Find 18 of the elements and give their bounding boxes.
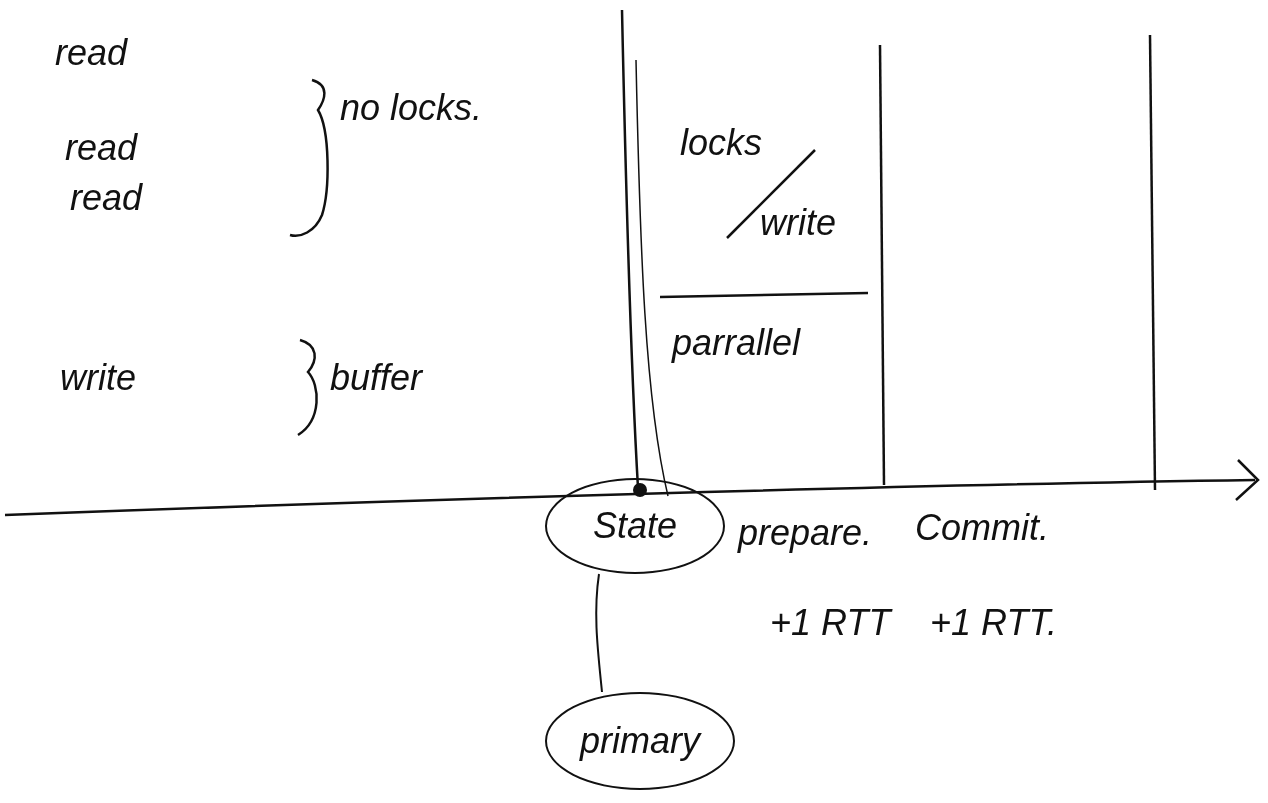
ellipse-node: [545, 478, 725, 574]
handwritten-label: buffer: [330, 360, 423, 396]
node-label: State: [592, 508, 678, 544]
handwritten-label: prepare.: [738, 515, 873, 551]
ellipse-node: [545, 692, 735, 790]
handwritten-label: locks: [680, 125, 763, 161]
handwritten-label: no locks.: [340, 90, 483, 126]
handwritten-label: read: [70, 180, 143, 216]
handwritten-label: +1 RTT: [770, 605, 891, 641]
node-label: primary: [580, 723, 700, 759]
connector-line: [595, 573, 603, 693]
handwritten-label: parrallel: [672, 325, 801, 361]
handwritten-label: read: [55, 35, 128, 71]
handwritten-label: read: [65, 130, 138, 166]
handwritten-label: write: [60, 360, 136, 396]
handwritten-label: +1 RTT.: [930, 605, 1058, 641]
handwritten-label: write: [760, 205, 836, 241]
handwritten-label: Commit.: [915, 510, 1049, 546]
